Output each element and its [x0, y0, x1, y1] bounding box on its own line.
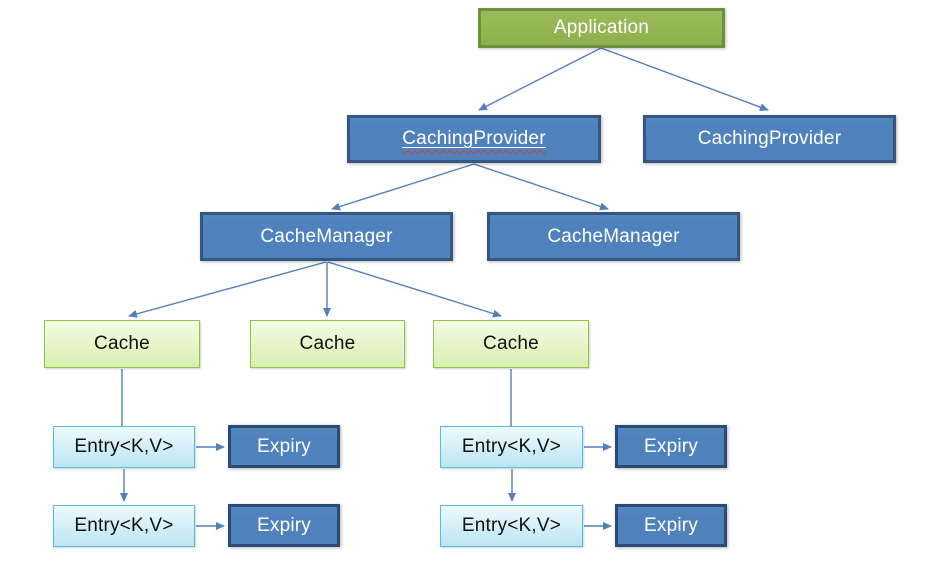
edge-cachemanager1-cache-1 [128, 261, 327, 318]
node-expiry-2b: Expiry [615, 504, 727, 547]
node-entry-1a-label: Entry<K,V> [74, 436, 174, 457]
node-expiry-2b-label: Expiry [644, 514, 698, 536]
node-expiry-2a-label: Expiry [644, 435, 698, 457]
node-cache-manager-1: CacheManager [200, 212, 453, 261]
node-entry-1b: Entry<K,V> [53, 505, 195, 547]
node-caching-provider-2: CachingProvider [643, 115, 896, 163]
node-caching-provider-1: CachingProvider [347, 115, 601, 163]
misspelling-squiggle: CachingProvider [402, 128, 545, 150]
node-application: Application [478, 8, 725, 48]
node-application-label: Application [553, 17, 650, 38]
node-expiry-1a: Expiry [228, 425, 340, 468]
edge-cachingprovider1-cachemanager-1 [331, 163, 475, 211]
node-caching-provider-1-label: CachingProvider [402, 128, 546, 149]
node-expiry-1b: Expiry [228, 504, 340, 547]
node-cache-2: Cache [250, 320, 405, 368]
node-entry-1b-label: Entry<K,V> [74, 515, 174, 536]
edge-application-cachingprovider-2 [600, 47, 769, 111]
node-cache-3-label: Cache [483, 333, 539, 354]
node-entry-2a-label: Entry<K,V> [461, 436, 562, 457]
node-entry-1a: Entry<K,V> [53, 426, 195, 468]
node-cache-3: Cache [433, 320, 589, 368]
edge-cachingprovider1-cachemanager-2 [473, 163, 609, 211]
node-cache-1: Cache [44, 320, 200, 368]
node-cache-manager-1-label: CacheManager [260, 225, 393, 247]
node-expiry-1b-label: Expiry [257, 514, 311, 536]
node-entry-2b-label: Entry<K,V> [461, 515, 562, 536]
node-expiry-2a: Expiry [615, 425, 727, 468]
node-cache-manager-2: CacheManager [487, 212, 740, 261]
edge-application-cachingprovider-1 [478, 47, 602, 111]
node-entry-2a: Entry<K,V> [440, 426, 583, 468]
node-cache-1-label: Cache [94, 333, 150, 354]
node-expiry-1a-label: Expiry [257, 435, 311, 457]
node-cache-manager-2-label: CacheManager [547, 225, 680, 247]
node-caching-provider-2-label: CachingProvider [697, 128, 842, 149]
edge-cachemanager1-cache-3 [327, 261, 502, 318]
node-entry-2b: Entry<K,V> [440, 505, 583, 547]
node-cache-2-label: Cache [299, 333, 356, 354]
